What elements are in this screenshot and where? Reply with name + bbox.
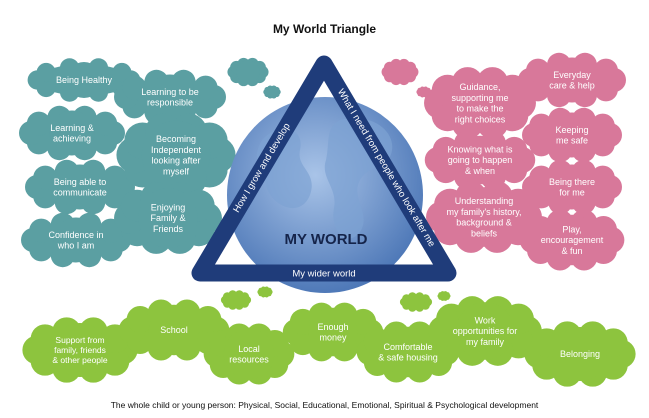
teal-cloud-label: Learning &achieving <box>50 123 94 144</box>
green-cloud-label: Comfortable& safe housing <box>378 342 438 363</box>
small-green-cloud-5 <box>220 290 252 310</box>
small-teal-cloud-2 <box>263 85 281 99</box>
teal-cloud-label: Being Healthy <box>56 75 113 85</box>
green-cloud-label: School <box>160 325 188 335</box>
page-title: My World Triangle <box>272 22 377 36</box>
small-pink-cloud-4 <box>416 86 432 98</box>
pink-cloud-7: Play,encouragement& fun <box>519 209 625 271</box>
small-green-cloud-7 <box>399 292 433 312</box>
teal-cloud-2: Learning &achieving <box>19 105 125 161</box>
green-cloud-2: School <box>118 299 230 361</box>
small-green-cloud-8 <box>437 291 451 301</box>
small-green-cloud-6 <box>257 286 273 298</box>
green-cloud-label: Belonging <box>560 349 600 359</box>
small-teal-cloud-1 <box>227 57 269 87</box>
footer-caption: The whole child or young person: Physica… <box>110 400 539 410</box>
green-cloud-7: Belonging <box>524 321 636 387</box>
triangle-bottom-side-label: My wider world <box>292 269 355 280</box>
pink-cloud-label: Play,encouragement& fun <box>541 224 604 256</box>
center-label: MY WORLD <box>284 231 367 248</box>
small-pink-cloud-3 <box>381 58 419 86</box>
